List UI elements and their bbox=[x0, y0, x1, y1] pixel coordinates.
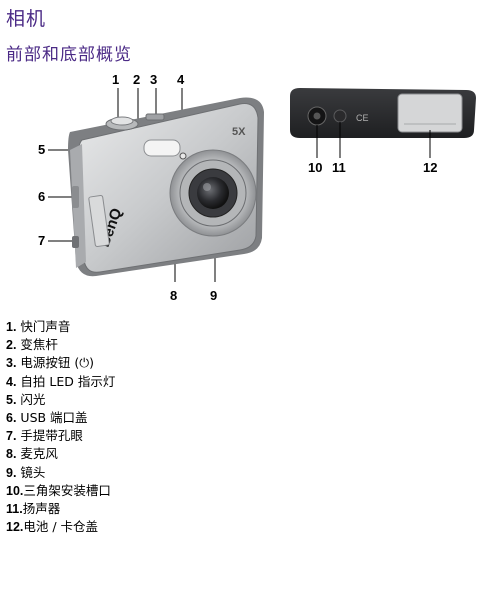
legend-label: 快门声音 bbox=[20, 319, 71, 334]
legend-item: 1. 快门声音 bbox=[6, 318, 115, 336]
callout-3: 3 bbox=[150, 72, 158, 87]
legend-label: 自拍 LED 指示灯 bbox=[20, 373, 116, 389]
legend-number: 10. bbox=[6, 483, 24, 498]
callout-10: 10 bbox=[308, 160, 323, 175]
legend-number: 9. bbox=[6, 465, 17, 480]
legend-item: 7. 手提带孔眼 bbox=[6, 427, 115, 445]
callout-6: 6 bbox=[38, 189, 46, 204]
callout-1: 1 bbox=[112, 72, 120, 87]
legend-item: 4. 自拍 LED 指示灯 bbox=[6, 373, 115, 391]
callout-7: 7 bbox=[38, 233, 46, 248]
legend-label: 镜头 bbox=[20, 464, 46, 480]
legend-label: 变焦杆 bbox=[20, 337, 58, 353]
legend-number: 2. bbox=[6, 338, 17, 353]
certification-marks: CE bbox=[356, 113, 369, 123]
legend-item: 11.扬声器 bbox=[6, 500, 115, 518]
legend-item: 6. USB 端口盖 bbox=[6, 409, 115, 427]
callout-11: 11 bbox=[332, 160, 346, 175]
legend-number: 12. bbox=[6, 520, 24, 535]
legend-label: 三角架安装槽口 bbox=[23, 482, 111, 498]
legend-number: 11. bbox=[6, 502, 23, 517]
legend-item: 10.三角架安装槽口 bbox=[6, 482, 115, 500]
legend-item: 9. 镜头 bbox=[6, 464, 115, 482]
callout-5: 5 bbox=[38, 142, 46, 157]
legend-number: 8. bbox=[6, 447, 17, 462]
legend-number: 1. bbox=[6, 320, 17, 334]
callout-12: 12 bbox=[423, 160, 438, 175]
legend-number: 7. bbox=[6, 429, 17, 444]
parts-legend: 1. 快门声音 2. 变焦杆 3. 电源按钮 (⏻) 4. 自拍 LED 指示灯… bbox=[6, 318, 115, 536]
callout-9: 9 bbox=[210, 288, 218, 303]
legend-item: 12.电池 / 卡仓盖 bbox=[6, 518, 115, 536]
callout-8: 8 bbox=[170, 288, 178, 303]
zoom-label-text: 5X bbox=[232, 126, 246, 138]
legend-label: USB 端口盖 bbox=[20, 410, 88, 426]
bottom-leader-lines bbox=[316, 122, 431, 158]
section-title: 前部和底部概览 bbox=[6, 45, 132, 65]
legend-number: 3. bbox=[6, 356, 17, 371]
legend-item: 3. 电源按钮 (⏻) bbox=[6, 354, 115, 372]
callout-2: 2 bbox=[133, 72, 141, 87]
legend-item: 8. 麦克风 bbox=[6, 445, 115, 463]
camera-bottom: CE bbox=[290, 88, 476, 138]
legend-item: 2. 变焦杆 bbox=[6, 336, 115, 354]
camera-illustration: 5X BenQ CE bbox=[48, 88, 476, 282]
legend-number: 6. bbox=[6, 411, 17, 426]
page-title: 相机 bbox=[6, 8, 47, 30]
legend-label: 闪光 bbox=[20, 391, 46, 407]
legend-number: 4. bbox=[6, 374, 17, 389]
legend-item: 5. 闪光 bbox=[6, 391, 115, 409]
callout-4: 4 bbox=[177, 72, 185, 87]
legend-label: 麦克风 bbox=[20, 446, 58, 462]
legend-label: 电源按钮 (⏻) bbox=[20, 355, 95, 371]
legend-number: 5. bbox=[6, 392, 17, 407]
camera-front: 5X BenQ bbox=[68, 97, 264, 277]
legend-label: 手提带孔眼 bbox=[20, 428, 83, 444]
legend-label: 扬声器 bbox=[22, 501, 61, 517]
legend-label: 电池 / 卡仓盖 bbox=[23, 519, 99, 535]
